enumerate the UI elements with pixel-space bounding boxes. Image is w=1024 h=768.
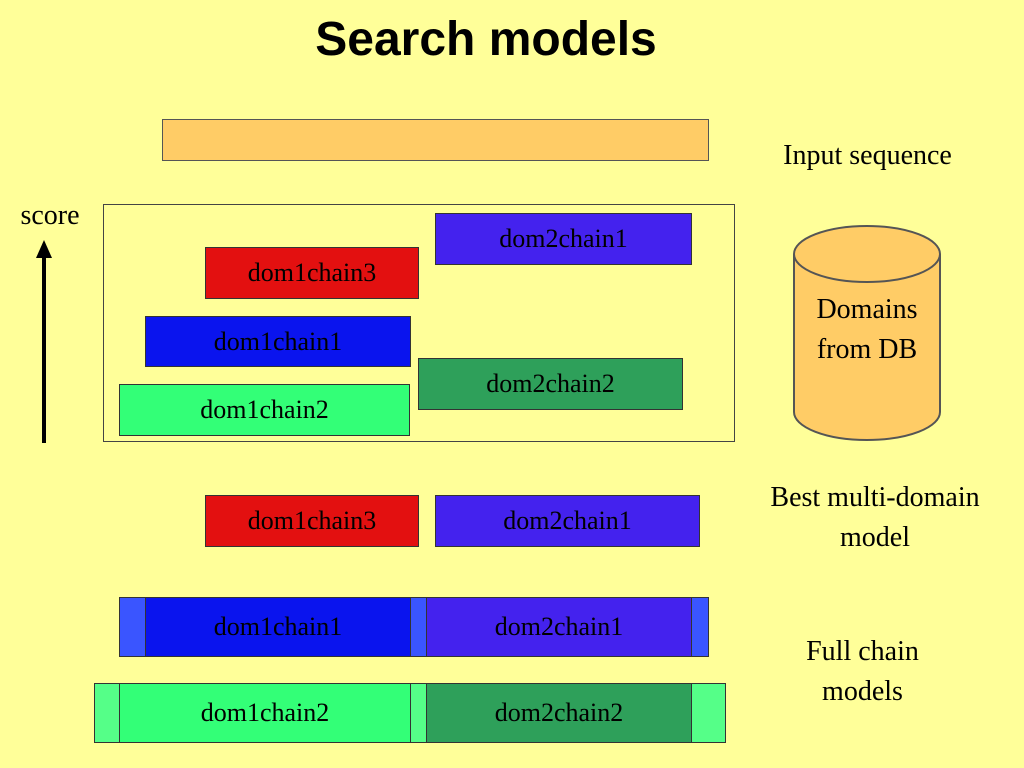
full-chain-2-left-pad bbox=[94, 683, 120, 743]
full-chain-2-mid-pad bbox=[410, 683, 427, 743]
candidate-dom1chain1: dom1chain1 bbox=[145, 316, 411, 367]
full-chain-label-line2: models bbox=[822, 676, 903, 707]
chain-label: dom1chain1 bbox=[213, 612, 343, 641]
full-chain-2-right-pad bbox=[691, 683, 726, 743]
best-model-label-line2: model bbox=[840, 522, 910, 553]
candidate-dom2chain2: dom2chain2 bbox=[418, 358, 683, 410]
database-icon bbox=[793, 225, 941, 441]
chain-label: dom1chain2 bbox=[200, 395, 329, 424]
full-chain-2-dom2chain2: dom2chain2 bbox=[426, 683, 692, 743]
chain-label: dom2chain1 bbox=[494, 612, 624, 641]
candidate-domains-box bbox=[103, 204, 735, 442]
input-sequence-label: Input sequence bbox=[783, 140, 952, 171]
page-title: Search models bbox=[315, 13, 657, 66]
full-chain-1-dom1chain1: dom1chain1 bbox=[145, 597, 411, 657]
chain-label: dom1chain3 bbox=[247, 258, 377, 287]
best-model-label-line1: Best multi-domain bbox=[770, 482, 980, 513]
input-sequence-bar bbox=[162, 119, 709, 161]
chain-label: dom2chain1 bbox=[499, 224, 628, 253]
candidate-dom1chain2: dom1chain2 bbox=[119, 384, 410, 436]
score-label: score bbox=[20, 200, 80, 231]
full-chain-1-right-pad bbox=[691, 597, 709, 657]
chain-label: dom2chain2 bbox=[494, 698, 624, 727]
full-chain-1-dom2chain1: dom2chain1 bbox=[426, 597, 692, 657]
full-chain-1-mid-pad bbox=[410, 597, 427, 657]
candidate-dom2chain1: dom2chain1 bbox=[435, 213, 692, 265]
database-label-line2: from DB bbox=[816, 334, 918, 365]
chain-label: dom2chain2 bbox=[486, 369, 615, 398]
chain-label: dom1chain2 bbox=[200, 698, 330, 727]
full-chain-label-line1: Full chain bbox=[806, 636, 919, 667]
score-arrow bbox=[36, 240, 52, 443]
full-chain-1-left-pad bbox=[119, 597, 146, 657]
best-dom1chain3: dom1chain3 bbox=[205, 495, 419, 547]
best-dom2chain1: dom2chain1 bbox=[435, 495, 700, 547]
chain-label: dom1chain3 bbox=[247, 506, 377, 535]
database-label-line1: Domains bbox=[816, 294, 918, 325]
full-chain-2-dom1chain2: dom1chain2 bbox=[119, 683, 411, 743]
chain-label: dom2chain1 bbox=[503, 506, 632, 535]
chain-label: dom1chain1 bbox=[213, 326, 343, 356]
candidate-dom1chain3: dom1chain3 bbox=[205, 247, 419, 299]
